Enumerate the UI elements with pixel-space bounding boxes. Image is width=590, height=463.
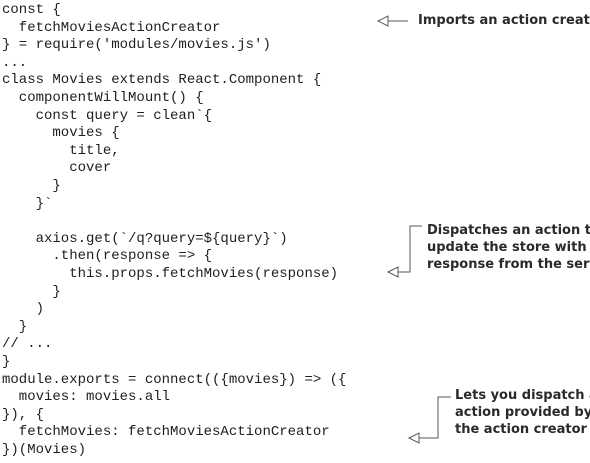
annotation-line: update the store with the bbox=[427, 240, 590, 255]
code-line: } bbox=[2, 318, 28, 335]
code-line: fetchMovies: fetchMoviesActionCreator bbox=[2, 424, 330, 441]
code-line: cover bbox=[2, 160, 112, 177]
annotation-line: the action creator bbox=[455, 422, 587, 437]
code-line: .then(response => { bbox=[2, 248, 213, 265]
code-line: module.exports = connect(({movies}) => (… bbox=[2, 371, 347, 388]
code-line: } bbox=[2, 283, 61, 300]
annotation-line: response from the server bbox=[427, 257, 590, 272]
code-line: const query = clean`{ bbox=[2, 107, 213, 124]
code-line: fetchMoviesActionCreator bbox=[2, 19, 221, 36]
code-line: } bbox=[2, 354, 11, 370]
code-line: } = require('modules/movies.js') bbox=[2, 37, 271, 54]
annotation-line: Imports an action creator bbox=[418, 13, 590, 28]
connector-lets-you bbox=[407, 396, 451, 444]
code-line: ) bbox=[2, 301, 45, 318]
code-line: movies { bbox=[2, 125, 120, 142]
code-line: ... bbox=[2, 54, 28, 71]
code-line: this.props.fetchMovies(response) bbox=[2, 266, 339, 282]
code-line: class Movies extends React.Component { bbox=[2, 72, 322, 89]
code-line: })(Movies) bbox=[2, 442, 87, 458]
code-listing: const { fetchMoviesActionCreator} = requ… bbox=[2, 0, 402, 463]
code-line: title, bbox=[2, 142, 120, 159]
code-line: componentWillMount() { bbox=[2, 90, 204, 106]
code-line: } bbox=[2, 178, 61, 194]
annotation-imports: Imports an action creator bbox=[418, 12, 590, 29]
code-line: axios.get(`/q?query=${query}`) bbox=[2, 230, 288, 247]
code-line: }), { bbox=[2, 406, 45, 423]
arrow-left-icon bbox=[407, 432, 420, 444]
code-line: // ... bbox=[2, 336, 53, 353]
code-line: movies: movies.all bbox=[2, 389, 171, 406]
code-line: }` bbox=[2, 195, 53, 212]
annotation-dispatches: Dispatches an action to update the store… bbox=[427, 222, 590, 273]
annotation-line: action provided by bbox=[455, 405, 590, 420]
code-line: const { bbox=[2, 2, 61, 18]
annotation-line: Dispatches an action to bbox=[427, 223, 590, 238]
annotation-lets-you: Lets you dispatch an action provided by … bbox=[455, 387, 590, 438]
annotation-line: Lets you dispatch an bbox=[455, 388, 590, 403]
